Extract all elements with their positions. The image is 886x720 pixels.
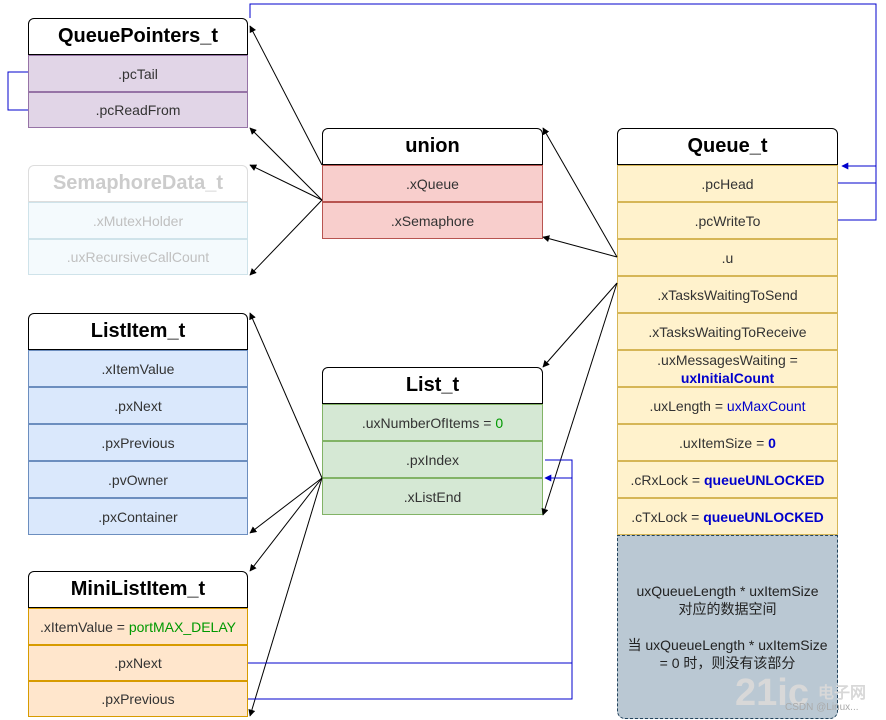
queue-storage-line3: 当 uxQueueLength * uxItemSize <box>627 637 828 653</box>
arrow-list-to-minilistitem-bottom <box>248 477 323 717</box>
semaphoredata-struct: SemaphoreData_t .xMutexHolder .uxRecursi… <box>28 165 248 275</box>
minilistitem-struct: MiniListItem_t .xItemValue = portMAX_DEL… <box>28 571 248 717</box>
queue-field-u: .u <box>617 239 838 276</box>
link-pcreadfrom-to-pctail <box>7 71 28 111</box>
list-field-xlistend: .xListEnd <box>322 478 543 515</box>
queue-uxmessageswaiting-value: uxInitialCount <box>680 369 775 386</box>
arrow-list-to-listitem <box>249 312 323 479</box>
arrow-union-to-queuepointers <box>249 25 323 166</box>
minilistitem-xitemvalue-value: portMAX_DELAY <box>128 618 236 635</box>
queue-field-uxmessageswaiting: .uxMessagesWaiting = uxInitialCount <box>617 350 838 387</box>
queue-uxlength-value: uxMaxCount <box>726 397 806 414</box>
queue-field-pchead: .pcHead <box>617 165 838 202</box>
list-uxnumberofitems-label: .uxNumberOfItems = <box>361 414 496 431</box>
watermark-brand-cn: 电子网 <box>818 685 867 702</box>
watermark-brand: 21ic <box>735 672 809 714</box>
queue-title: Queue_t <box>617 128 838 165</box>
queue-ctxlock-value: queueUNLOCKED <box>703 508 824 525</box>
minilistitem-xitemvalue-label: .xItemValue = <box>40 618 129 635</box>
semaphoredata-field-xmutexholder: .xMutexHolder <box>28 202 248 239</box>
queue-uxitemsize-label: .uxItemSize = <box>679 434 769 451</box>
queuepointers-struct: QueuePointers_t .pcTail .pcReadFrom <box>28 18 248 128</box>
listitem-field-pxnext: .pxNext <box>28 387 248 424</box>
union-field-xqueue: .xQueue <box>322 165 543 202</box>
listitem-title: ListItem_t <box>28 313 248 350</box>
arrow-union-to-semaphoredata-bottom <box>249 199 323 276</box>
union-title: union <box>322 128 543 165</box>
queue-field-uxlength: .uxLength = uxMaxCount <box>617 387 838 424</box>
queue-field-xtaskswaitingtosend: .xTasksWaitingToSend <box>617 276 838 313</box>
semaphoredata-field-uxrecursivecallcount: .uxRecursiveCallCount <box>28 239 248 275</box>
union-field-xsemaphore: .xSemaphore <box>322 202 543 239</box>
queue-field-uxitemsize: .uxItemSize = 0 <box>617 424 838 461</box>
minilistitem-field-pxprevious: .pxPrevious <box>28 681 248 717</box>
queue-field-crxlock: .cRxLock = queueUNLOCKED <box>617 461 838 498</box>
arrow-union-to-queuepointers-bottom <box>249 127 323 201</box>
listitem-field-xitemvalue: .xItemValue <box>28 350 248 387</box>
listitem-struct: ListItem_t .xItemValue .pxNext .pxPrevio… <box>28 313 248 535</box>
queuepointers-field-pcreadfrom: .pcReadFrom <box>28 92 248 128</box>
queue-storage-area: uxQueueLength * uxItemSize 对应的数据空间 当 uxQ… <box>617 535 838 719</box>
list-uxnumberofitems-value: 0 <box>495 414 504 431</box>
union-struct: union .xQueue .xSemaphore <box>322 128 543 239</box>
arrow-queue-to-list <box>542 282 618 368</box>
queue-storage-line1: uxQueueLength * uxItemSize <box>636 583 819 599</box>
queue-storage-line2: 对应的数据空间 <box>678 601 777 617</box>
arrow-list-to-minilistitem <box>249 477 323 572</box>
listitem-field-pvowner: .pvOwner <box>28 461 248 498</box>
listitem-field-pxcontainer: .pxContainer <box>28 498 248 535</box>
list-title: List_t <box>322 367 543 404</box>
link-pcwriteto-to-queuehead <box>838 162 877 221</box>
arrow-list-to-listitem-bottom <box>249 477 323 534</box>
queuepointers-field-pctail: .pcTail <box>28 55 248 92</box>
list-field-pxindex: .pxIndex <box>322 441 543 478</box>
arrow-queue-to-union-bottom <box>542 235 618 258</box>
queue-struct: Queue_t .pcHead .pcWriteTo .u .xTasksWai… <box>617 128 838 719</box>
arrow-union-to-semaphoredata <box>249 164 323 201</box>
queue-crxlock-label: .cRxLock = <box>630 471 704 488</box>
list-field-uxnumberofitems: .uxNumberOfItems = 0 <box>322 404 543 441</box>
queue-field-ctxlock: .cTxLock = queueUNLOCKED <box>617 498 838 535</box>
minilistitem-title: MiniListItem_t <box>28 571 248 608</box>
minilistitem-field-pxnext: .pxNext <box>28 645 248 681</box>
arrow-queue-to-list-bottom <box>541 282 618 516</box>
semaphoredata-title: SemaphoreData_t <box>28 165 248 202</box>
minilistitem-field-xitemvalue: .xItemValue = portMAX_DELAY <box>28 608 248 645</box>
queue-uxlength-label: .uxLength = <box>649 397 727 414</box>
list-struct: List_t .uxNumberOfItems = 0 .pxIndex .xL… <box>322 367 543 515</box>
listitem-field-pxprevious: .pxPrevious <box>28 424 248 461</box>
queue-storage-line4: = 0 时，则没有该部分 <box>659 655 796 671</box>
queue-uxmessageswaiting-label: .uxMessagesWaiting = <box>657 351 798 368</box>
watermark-credit: CSDN @Linux... <box>785 702 859 713</box>
queuepointers-title: QueuePointers_t <box>28 18 248 55</box>
arrow-queue-to-union <box>542 127 618 258</box>
queue-crxlock-value: queueUNLOCKED <box>703 471 825 488</box>
queue-field-pcwriteto: .pcWriteTo <box>617 202 838 239</box>
queue-uxitemsize-value: 0 <box>768 434 776 451</box>
queue-field-xtaskswaitingtoreceive: .xTasksWaitingToReceive <box>617 313 838 350</box>
queue-ctxlock-label: .cTxLock = <box>631 508 704 525</box>
